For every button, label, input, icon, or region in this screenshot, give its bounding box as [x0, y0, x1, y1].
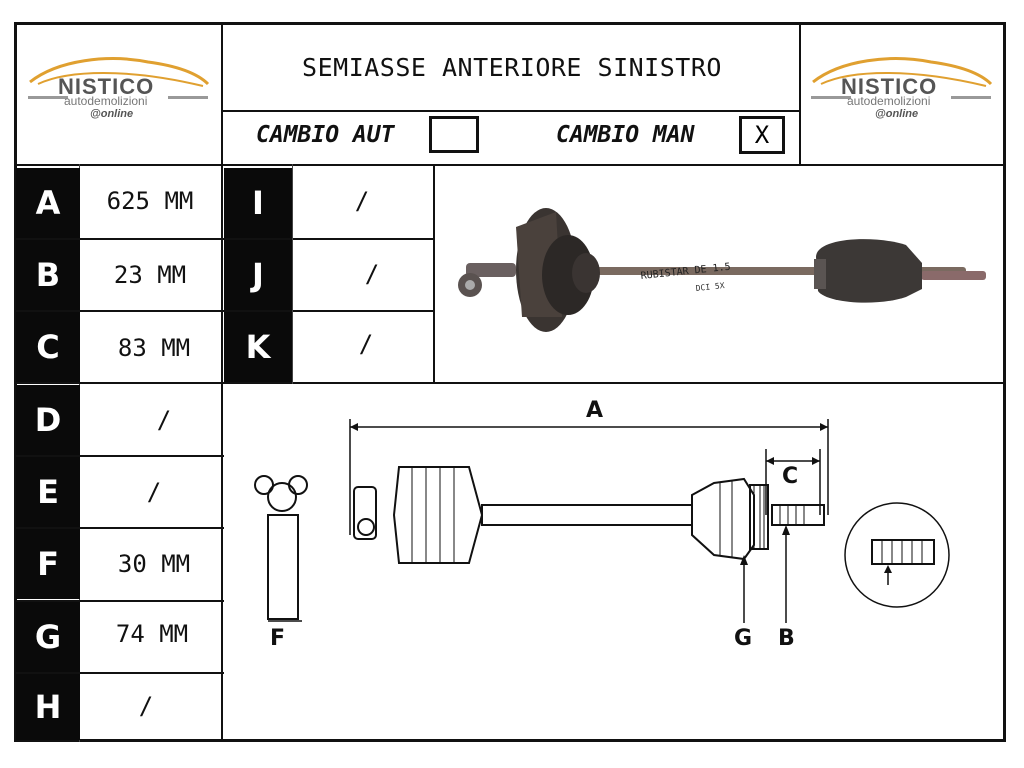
dim-value-h: /	[138, 692, 154, 720]
dim-letter-e: E	[16, 457, 80, 527]
photo-handwriting: RUBISTAR DE 1.5	[640, 262, 731, 282]
technical-diagram: A C G	[224, 385, 1002, 740]
row-divider	[14, 672, 224, 674]
label-f: F	[270, 626, 285, 651]
label-g: G	[734, 626, 752, 651]
dim-letter-a: A	[16, 168, 80, 238]
dim-value-c: 83 MM	[117, 334, 191, 362]
logo-name: NISTICO	[841, 74, 938, 99]
dim-value-f: 30 MM	[117, 550, 191, 578]
cambio-man-label: CAMBIO MAN	[556, 122, 695, 148]
header-divider	[14, 164, 1006, 166]
row-divider	[14, 310, 434, 312]
dim-letter-c: C	[16, 312, 80, 382]
logo-subtitle: autodemolizioni	[847, 94, 931, 108]
dim-value-g: 74 MM	[115, 620, 189, 648]
dim-letter-i: I	[224, 168, 292, 238]
row-divider	[14, 238, 434, 240]
table-divider	[221, 164, 223, 742]
row-divider	[14, 600, 224, 602]
label-a: A	[586, 398, 603, 423]
cambio-aut-label: CAMBIO AUT	[256, 122, 395, 148]
logo-name: NISTICO	[58, 74, 155, 99]
car-swoosh-icon	[811, 57, 993, 99]
cambio-aut-checkbox[interactable]	[429, 116, 479, 153]
logo-tag: @online	[875, 108, 919, 120]
dim-value-b: 23 MM	[113, 261, 187, 289]
dim-letter-d: D	[16, 385, 80, 455]
dim-letter-b: B	[16, 240, 80, 310]
drive-shaft-photo: RUBISTAR DE 1.5 DCI 5X	[458, 208, 986, 332]
table-divider	[433, 164, 435, 384]
dim-value-e: /	[146, 478, 162, 506]
header-divider	[799, 22, 801, 166]
label-c: C	[782, 464, 798, 489]
dim-value-k: /	[358, 330, 374, 358]
dim-value-d: /	[156, 406, 172, 434]
label-b: B	[778, 626, 795, 651]
dim-letter-h: H	[16, 674, 80, 740]
page-title: SEMIASSE ANTERIORE SINISTRO	[302, 52, 722, 82]
drive-shaft-diagram: A C G	[254, 398, 950, 651]
product-photo: RUBISTAR DE 1.5 DCI 5X	[436, 167, 1002, 381]
dim-value-j: /	[364, 260, 380, 288]
logo-subtitle: autodemolizioni	[64, 94, 148, 108]
logo-right: NISTICO autodemolizioni @online	[805, 40, 1005, 140]
dim-value-i: /	[354, 187, 370, 215]
row-divider	[14, 455, 224, 457]
logo-tag: @online	[90, 108, 134, 120]
cambio-man-checkbox[interactable]: X	[739, 116, 785, 154]
dim-letter-g: G	[16, 602, 80, 672]
dim-letter-j: J	[224, 240, 292, 310]
dim-letter-k: K	[224, 312, 292, 382]
logo-left: NISTICO autodemolizioni @online	[18, 40, 218, 140]
row-divider	[14, 382, 1006, 384]
table-divider	[292, 164, 293, 384]
header-divider	[221, 110, 801, 112]
header-divider	[221, 22, 223, 166]
photo-handwriting-2: DCI 5X	[695, 281, 725, 293]
dim-letter-f: F	[16, 529, 80, 599]
dim-value-a: 625 MM	[106, 187, 194, 215]
car-swoosh-icon	[28, 57, 210, 99]
row-divider	[14, 527, 224, 529]
